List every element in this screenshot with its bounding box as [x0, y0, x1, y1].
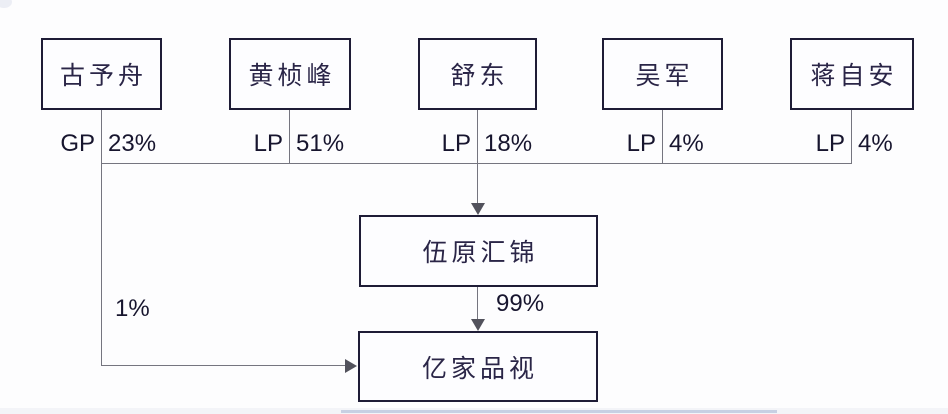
- arrowhead-down-icon: [471, 203, 485, 215]
- partner-name: 黄桢峰: [248, 61, 336, 90]
- partner-box: 吴军: [602, 38, 723, 110]
- stake-pct-label: 51%: [296, 130, 345, 157]
- partner-name: 蒋自安: [810, 61, 898, 90]
- partner-box: 蒋自安: [790, 38, 914, 110]
- stake-role-label: LP: [626, 130, 656, 157]
- stake-pct-label: 18%: [484, 130, 533, 157]
- gp-direct-pct-label: 1%: [115, 295, 150, 322]
- bottom-strip-decoration: [341, 410, 777, 413]
- fund-to-company-line: [477, 287, 478, 321]
- partner-stub-line: [662, 110, 663, 163]
- partner-box: 古予舟: [41, 38, 162, 110]
- stake-role-label: LP: [253, 130, 283, 157]
- gp-direct-line-vertical: [101, 110, 102, 366]
- partner-name: 吴军: [635, 61, 694, 90]
- partner-name: 舒东: [450, 61, 509, 90]
- partner-stub-line: [289, 110, 290, 163]
- arrowhead-down-icon: [471, 319, 485, 331]
- stake-pct-label: 23%: [108, 130, 157, 157]
- stake-pct-label: 4%: [858, 130, 893, 157]
- partner-stub-line: [851, 110, 852, 163]
- stake-role-label: GP: [60, 130, 95, 157]
- stake-role-label: LP: [815, 130, 845, 157]
- partner-box: 黄桢峰: [229, 38, 351, 110]
- stake-role-label: LP: [441, 130, 471, 157]
- bus-line: [101, 163, 852, 164]
- partner-name: 古予舟: [59, 61, 147, 90]
- fund-name: 伍原汇锦: [422, 238, 539, 267]
- partner-stub-line: [477, 110, 478, 163]
- arrowhead-right-icon: [345, 359, 357, 373]
- gp-direct-line-horizontal: [101, 365, 346, 366]
- bus-to-fund-line: [477, 163, 478, 205]
- corner-smudge-decoration: [0, 0, 12, 8]
- partner-box: 舒东: [418, 38, 537, 110]
- stake-pct-label: 4%: [669, 130, 704, 157]
- fund-to-company-pct-label: 99%: [496, 290, 545, 317]
- fund-box: 伍原汇锦: [359, 215, 598, 287]
- company-box: 亿家品视: [358, 331, 598, 402]
- company-name: 亿家品视: [421, 353, 538, 383]
